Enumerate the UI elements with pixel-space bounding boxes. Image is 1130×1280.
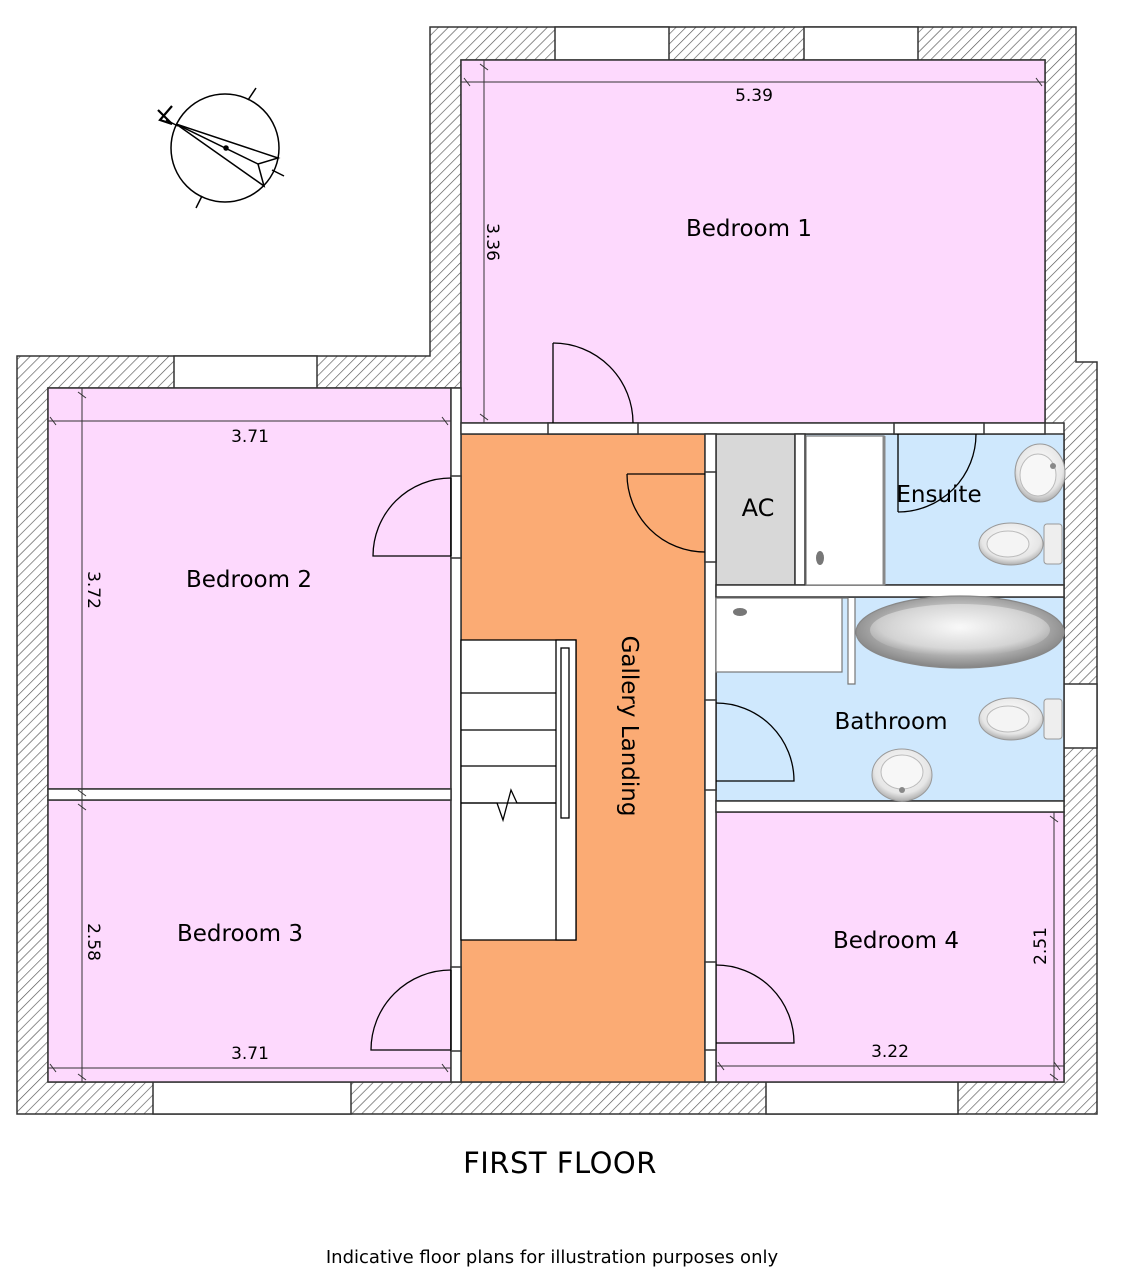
north-arrow-icon	[157, 87, 285, 209]
ac-cupboard-area	[715, 433, 796, 586]
bedroom-4-depth-dim: 2.51	[1031, 927, 1051, 965]
bedroom-2-width-dim: 3.71	[231, 427, 269, 447]
bedroom-3-label: Bedroom 3	[177, 921, 303, 947]
shower-tray-icon	[805, 435, 886, 586]
bedroom-3-width-dim: 3.71	[231, 1044, 269, 1064]
basin-icon	[1014, 443, 1066, 503]
bedroom-2-area	[47, 387, 452, 790]
door-swing-icon	[370, 342, 977, 1051]
bedroom-1-depth-dim: 3.36	[482, 223, 502, 261]
bedroom-4-width-dim: 3.22	[871, 1042, 909, 1062]
bedroom-1-width-dim: 5.39	[735, 86, 773, 106]
bedroom-1-area	[460, 59, 1046, 424]
basin-icon	[871, 748, 933, 802]
staircase-icon	[460, 639, 577, 941]
bath-icon	[855, 595, 1065, 669]
disclaimer-text: Indicative floor plans for illustration …	[325, 1247, 779, 1268]
bedroom-3-area	[47, 799, 452, 1083]
windows	[152, 26, 1098, 1115]
ensuite-label: Ensuite	[896, 482, 981, 508]
bedroom-2-depth-dim: 3.72	[83, 571, 103, 609]
toilet-icon	[978, 697, 1063, 741]
bedroom-1-label: Bedroom 1	[686, 216, 812, 242]
dimension-lines	[48, 60, 1064, 1082]
shower-tray-icon	[715, 597, 856, 685]
door-openings	[450, 422, 985, 1052]
ac-label: AC	[742, 494, 775, 522]
floor-title: FIRST FLOOR	[463, 1146, 657, 1180]
bedroom-3-depth-dim: 2.58	[83, 923, 103, 961]
bedroom-2-label: Bedroom 2	[186, 567, 312, 593]
bathroom-label: Bathroom	[835, 709, 948, 735]
gallery-landing-label: Gallery Landing	[616, 636, 642, 817]
toilet-icon	[978, 522, 1063, 566]
bedroom-4-label: Bedroom 4	[833, 928, 959, 954]
